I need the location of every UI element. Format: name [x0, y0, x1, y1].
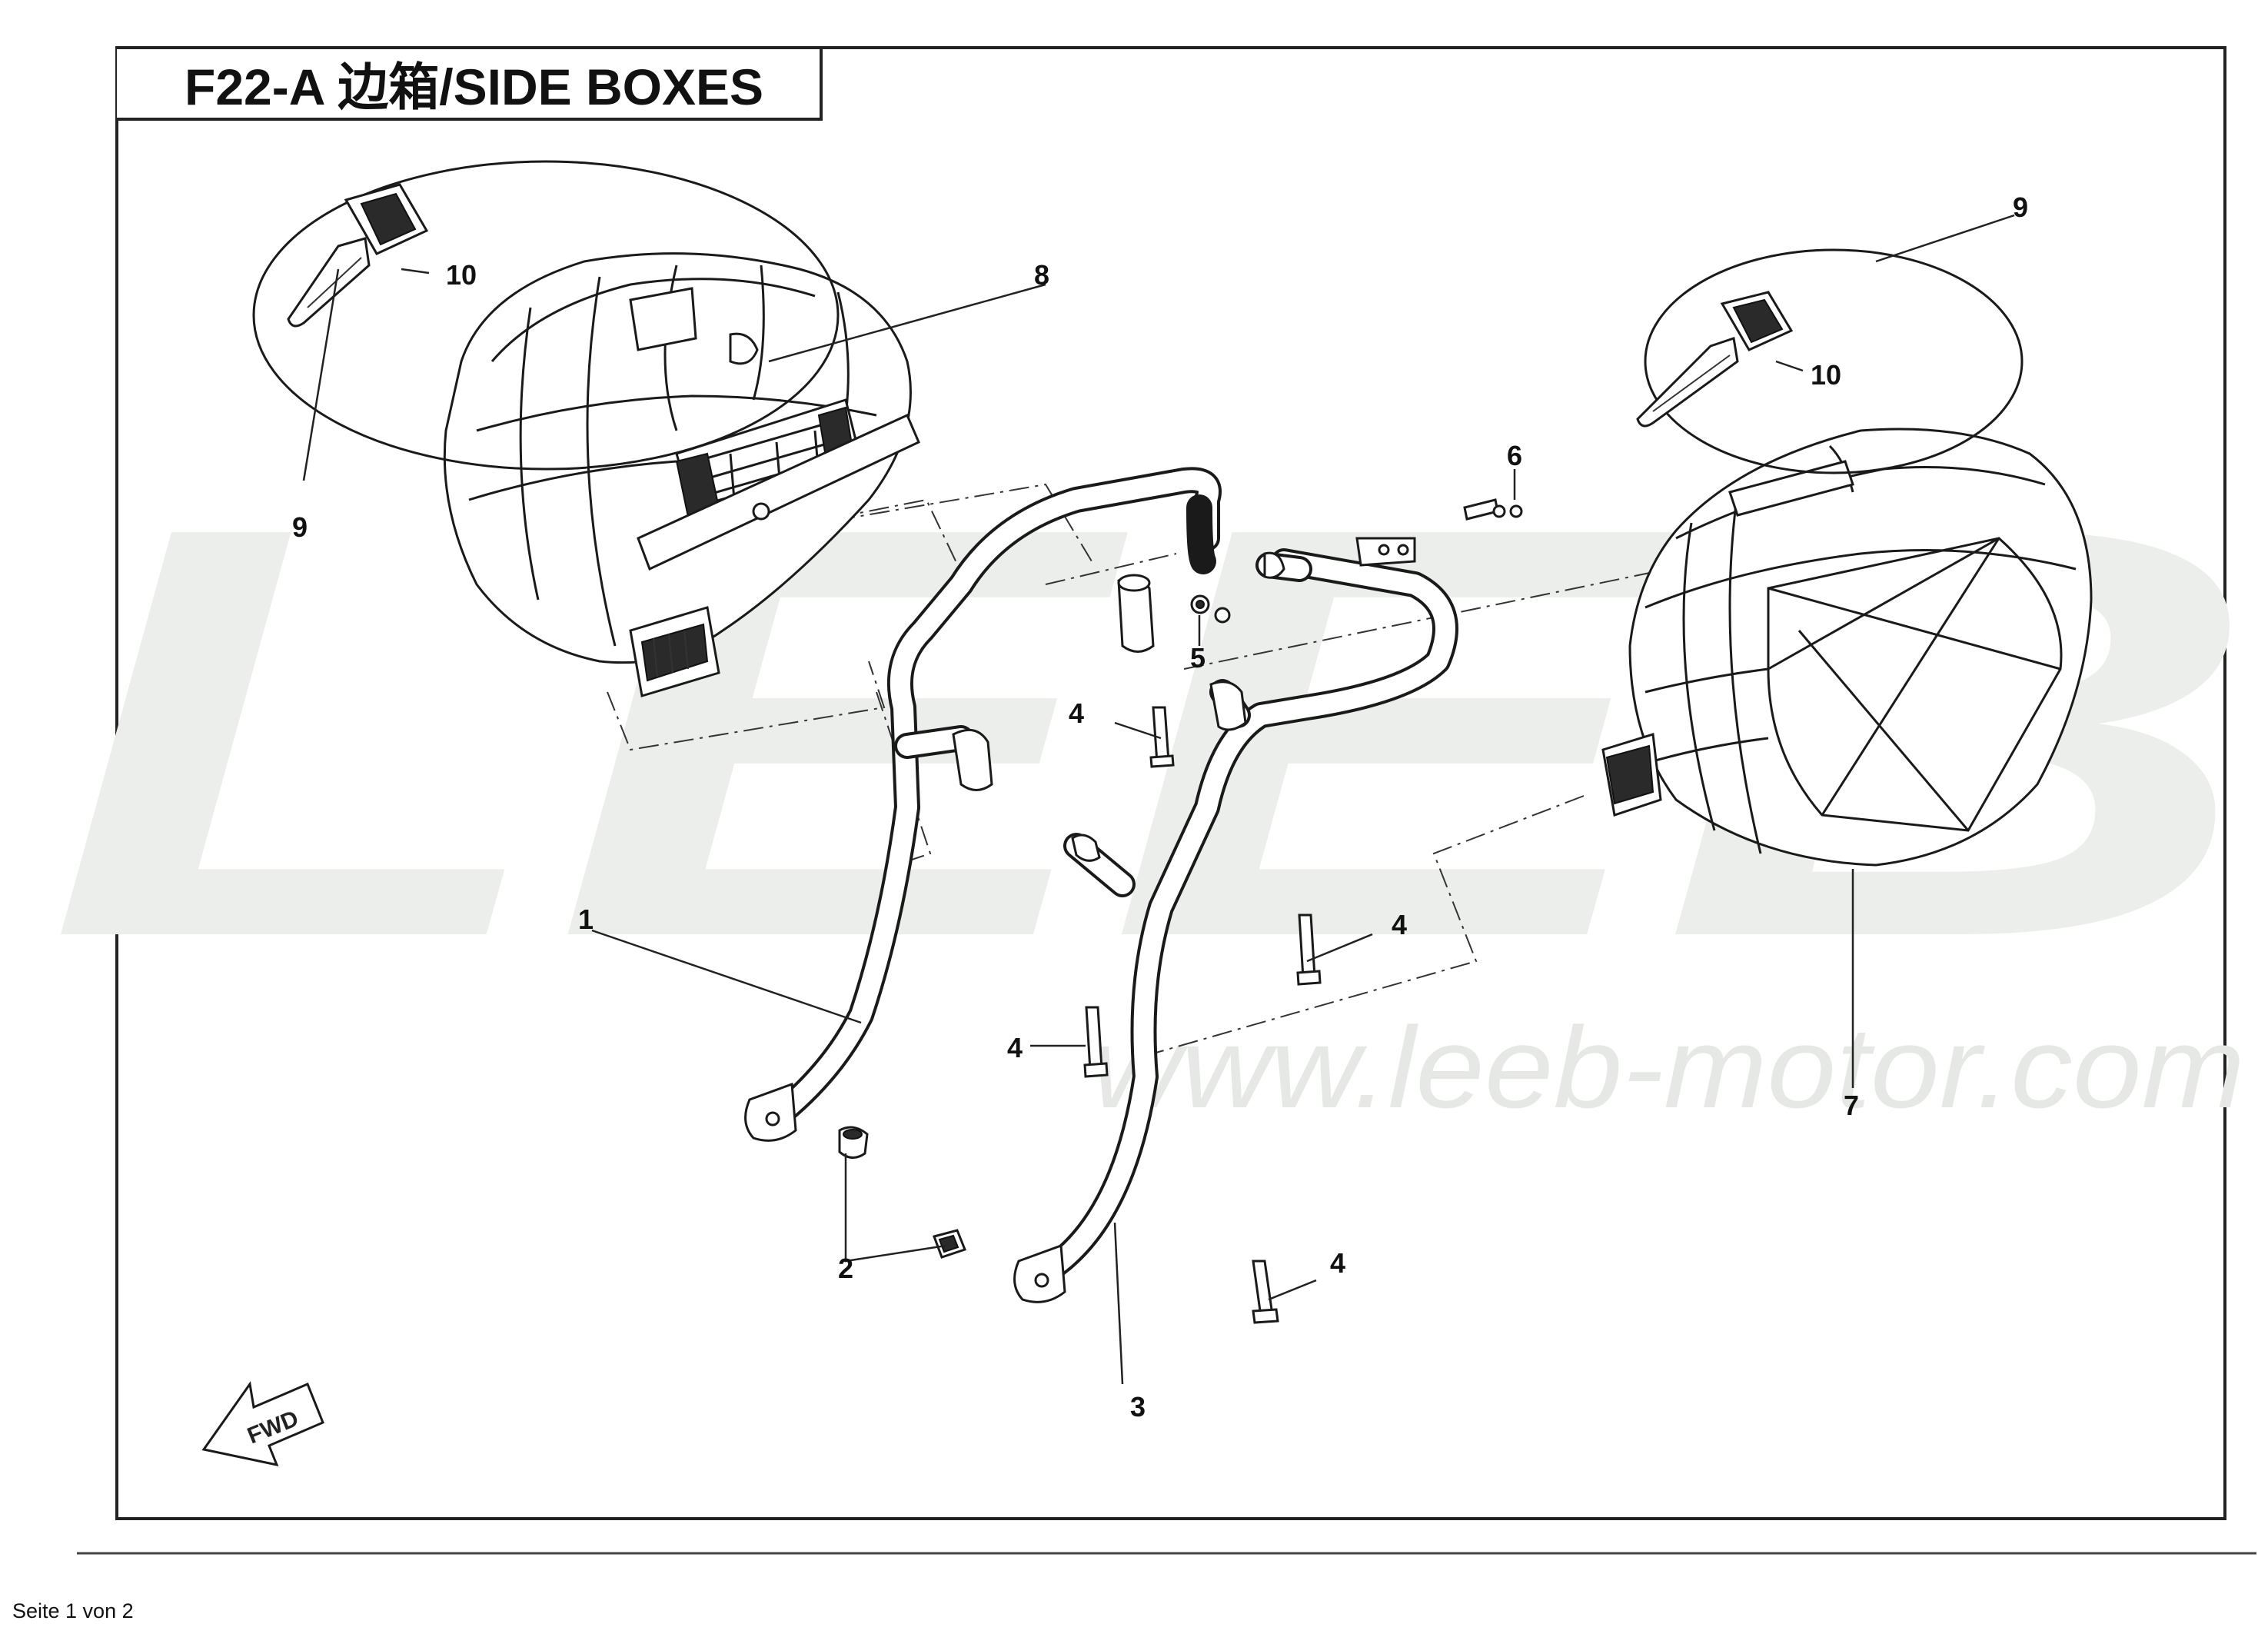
callout-10-right: 10	[1811, 359, 1841, 391]
callout-1: 1	[578, 904, 594, 935]
left-side-box	[443, 252, 920, 697]
leader-lines	[302, 214, 2015, 1385]
diagram-title: F22-A 边箱/SIDE BOXES	[185, 58, 763, 115]
callout-9-left: 9	[292, 511, 308, 543]
callout-7: 7	[1844, 1090, 1859, 1121]
callout-8: 8	[1034, 259, 1049, 291]
callout-9-right: 9	[2013, 191, 2028, 223]
left-bracket	[744, 467, 1222, 1142]
callout-10-left: 10	[446, 259, 477, 291]
callout-4b: 4	[1392, 909, 1407, 940]
callout-2: 2	[838, 1253, 853, 1284]
fwd-arrow: FWD	[201, 1381, 324, 1467]
callout-4d: 4	[1330, 1247, 1345, 1279]
small-hardware	[838, 498, 1523, 1259]
page-number-footer: Seite 1 von 2	[12, 1599, 134, 1622]
callout-3: 3	[1130, 1391, 1146, 1423]
right-side-box	[1601, 428, 2093, 867]
title-box	[117, 46, 823, 121]
right-bracket	[1013, 548, 1458, 1303]
callout-5: 5	[1190, 642, 1205, 674]
left-key-inset	[252, 160, 840, 471]
callout-4a: 4	[1069, 697, 1084, 729]
callouts: 1 2 3 4 4 4 4 5 6 7 8 9 9 10 10	[292, 191, 2028, 1423]
callout-6: 6	[1507, 440, 1522, 471]
bolts	[1083, 706, 1322, 1324]
callout-4c: 4	[1007, 1032, 1023, 1063]
diagram-frame	[115, 46, 2226, 1520]
right-key-inset	[1636, 248, 2024, 474]
upper-mounts	[1117, 537, 1416, 653]
watermark-url: www.leeb-motor.com	[1092, 1003, 2245, 1132]
